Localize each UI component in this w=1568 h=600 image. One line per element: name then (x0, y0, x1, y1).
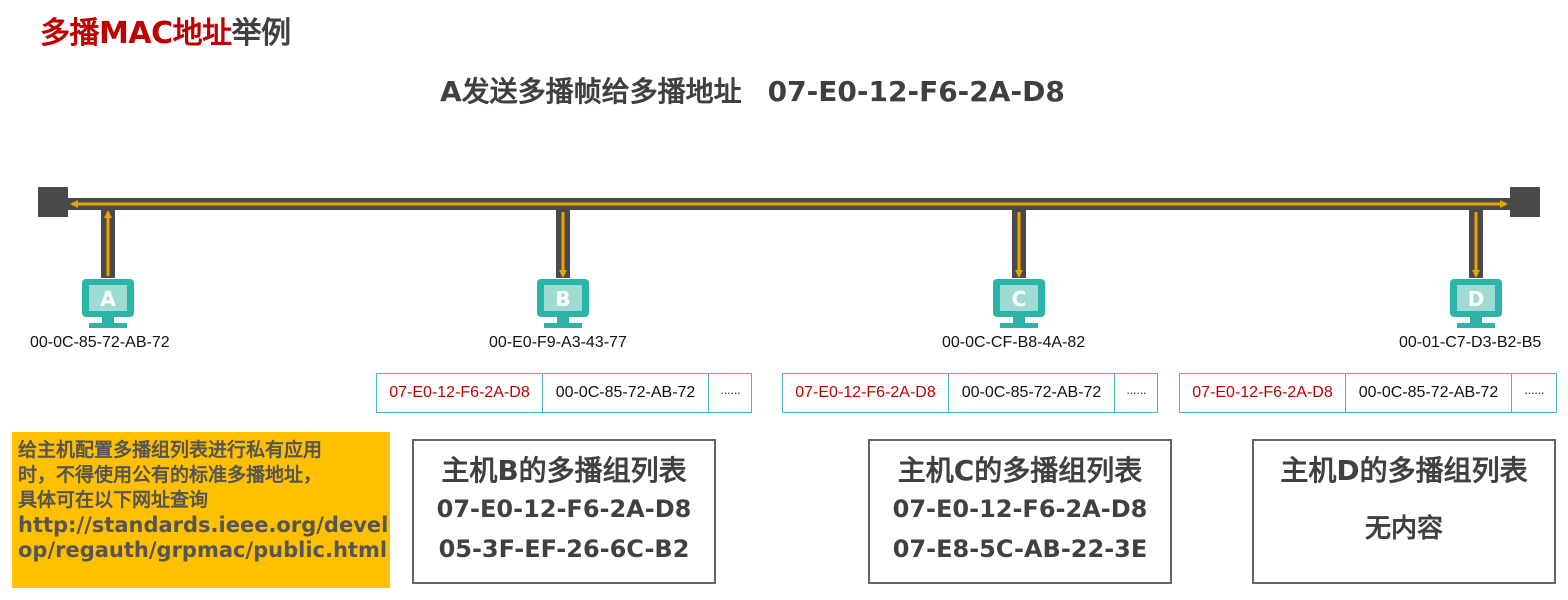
table-entry: 07-E8-5C-AB-22-3E (892, 535, 1148, 563)
frame-src-mac: 00-0C-85-72-AB-72 (949, 374, 1115, 412)
host-label-a: A (100, 287, 116, 311)
bus-terminator-left (38, 187, 68, 217)
caption-text: A发送多播帧给多播地址 (440, 75, 742, 108)
group-table-host-d: 主机D的多播组列表 无内容 (1252, 439, 1556, 584)
frame-rest: ······ (1126, 385, 1147, 400)
frame-at-host-d: 07-E0-12-F6-2A-D8 00-0C-85-72-AB-72 ····… (1179, 373, 1557, 413)
title-part-gray: 举例 (231, 16, 292, 51)
host-mac-d: 00-01-C7-D3-B2-B5 (1399, 334, 1542, 351)
table-heading: 主机D的多播组列表 (1280, 454, 1528, 487)
title-part-red: 多播MAC地址 (40, 16, 232, 51)
frame-at-host-b: 07-E0-12-F6-2A-D8 00-0C-85-72-AB-72 ····… (376, 373, 752, 413)
host-mac-a: 00-0C-85-72-AB-72 (30, 334, 170, 351)
note-box: 给主机配置多播组列表进行私有应用 时，不得使用公有的标准多播地址， 具体可在以下… (12, 432, 390, 588)
caption-multicast-mac: 07-E0-12-F6-2A-D8 (767, 75, 1065, 108)
diagram-caption: A发送多播帧给多播地址 07-E0-12-F6-2A-D8 (440, 70, 1065, 110)
frame-rest: ······ (720, 385, 741, 400)
frame-at-host-c: 07-E0-12-F6-2A-D8 00-0C-85-72-AB-72 ····… (782, 373, 1158, 413)
group-table-host-b: 主机B的多播组列表 07-E0-12-F6-2A-D8 05-3F-EF-26-… (412, 439, 716, 584)
table-entry: 07-E0-12-F6-2A-D8 (892, 495, 1148, 523)
frame-src-mac: 00-0C-85-72-AB-72 (543, 374, 709, 412)
computer-icon-c: C (993, 279, 1045, 328)
computer-icon-d: D (1450, 279, 1502, 328)
table-entry: 07-E0-12-F6-2A-D8 (436, 495, 692, 523)
computer-icon-a: A (82, 279, 134, 328)
page-title: 多播MAC地址举例 (40, 8, 291, 52)
table-heading: 主机B的多播组列表 (441, 454, 687, 487)
note-line: 时，不得使用公有的标准多播地址， (18, 464, 323, 486)
host-mac-b: 00-E0-F9-A3-43-77 (489, 334, 627, 351)
host-label-c: C (1012, 287, 1027, 311)
table-heading: 主机C的多播组列表 (897, 454, 1143, 487)
note-url-line: op/regauth/grpmac/public.html (18, 538, 388, 562)
table-entry: 05-3F-EF-26-6C-B2 (438, 535, 690, 563)
host-label-b: B (555, 287, 570, 311)
note-line: 给主机配置多播组列表进行私有应用 (18, 439, 323, 461)
frame-src-mac: 00-0C-85-72-AB-72 (1346, 374, 1512, 412)
group-table-host-c: 主机C的多播组列表 07-E0-12-F6-2A-D8 07-E8-5C-AB-… (868, 439, 1172, 584)
note-url-line: http://standards.ieee.org/devel (18, 513, 389, 537)
frame-dst-mac: 07-E0-12-F6-2A-D8 (1180, 374, 1346, 412)
table-empty-text: 无内容 (1364, 514, 1443, 544)
host-label-d: D (1468, 287, 1485, 311)
computer-icon-b: B (537, 279, 589, 328)
frame-dst-mac: 07-E0-12-F6-2A-D8 (377, 374, 543, 412)
network-diagram: A B C D (38, 187, 1540, 328)
frame-rest: ······ (1524, 385, 1545, 400)
bus-terminator-right (1510, 187, 1540, 217)
note-line: 具体可在以下网址查询 (18, 489, 209, 511)
frame-dst-mac: 07-E0-12-F6-2A-D8 (783, 374, 949, 412)
host-mac-c: 00-0C-CF-B8-4A-82 (942, 334, 1086, 351)
